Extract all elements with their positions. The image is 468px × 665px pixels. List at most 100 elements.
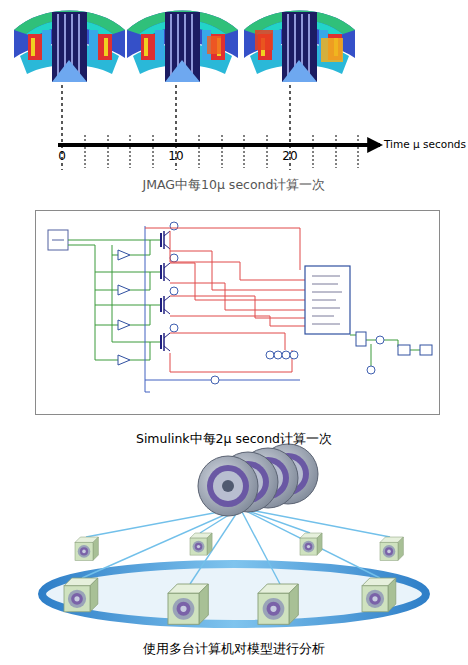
signal-wire — [130, 240, 150, 255]
network-link — [240, 508, 280, 584]
computer-cube — [380, 537, 403, 560]
signal-wire — [130, 342, 150, 360]
axis-tick — [244, 135, 245, 168]
network-link — [190, 508, 240, 584]
schematic-frame — [36, 211, 440, 415]
motor-block — [305, 266, 350, 334]
block-mark — [312, 300, 336, 301]
network-link — [240, 508, 380, 578]
figure-caption: JMAG中每10μ second计算一次 — [0, 177, 468, 192]
power-wires — [145, 228, 305, 372]
igbt-symbol — [150, 254, 178, 281]
block-mark — [312, 276, 340, 277]
axis-tick — [85, 135, 86, 168]
computer-cube — [190, 533, 212, 555]
signal-wire — [112, 245, 150, 342]
axis-tick — [336, 135, 337, 168]
axis-tick — [267, 135, 268, 168]
signal-wire — [68, 240, 150, 241]
signal-wire — [68, 245, 118, 360]
meter-symbol — [274, 351, 282, 359]
power-wire — [145, 228, 300, 270]
gate-signal-wires — [68, 240, 150, 360]
ground-mark — [145, 392, 150, 393]
axis-tick — [108, 135, 109, 168]
meter-symbol — [211, 376, 219, 384]
axis-tick — [358, 135, 359, 168]
computer-cube — [75, 537, 98, 560]
gain-block — [398, 345, 410, 355]
motor-render — [14, 11, 125, 83]
signal-wire — [95, 305, 150, 306]
not-gate — [118, 250, 130, 260]
computer-cube — [300, 533, 322, 555]
block-mark — [312, 292, 342, 293]
field-hotspot — [255, 30, 273, 50]
power-wire — [170, 231, 305, 280]
motor-block-marks — [312, 276, 342, 324]
signal-wire — [350, 335, 356, 336]
output-block — [420, 345, 432, 355]
block-mark — [312, 284, 338, 285]
motor-render — [127, 11, 238, 83]
block-mark — [312, 324, 340, 325]
signal-wire — [112, 255, 118, 256]
not-gate — [118, 285, 130, 295]
current-meters — [266, 351, 298, 359]
demux-block — [356, 332, 366, 346]
power-wire — [170, 316, 305, 326]
not-gate — [118, 355, 130, 365]
source-mark — [52, 240, 64, 241]
signal-wire — [371, 344, 372, 366]
igbt-symbol — [150, 324, 178, 351]
power-wire — [170, 296, 305, 318]
meter-symbol — [290, 351, 298, 359]
axis-tick — [153, 135, 154, 168]
signal-wire — [95, 290, 118, 291]
axis-tick — [130, 135, 131, 168]
signal-wire — [130, 305, 150, 325]
computer-cube — [168, 584, 208, 624]
meter-symbol — [282, 351, 290, 359]
block-mark — [312, 316, 334, 317]
power-wire — [170, 263, 305, 300]
signal-wire — [95, 272, 150, 273]
axis-tick — [222, 135, 223, 168]
ground-rail — [145, 380, 300, 381]
axis-tick-label: 20 — [278, 149, 302, 163]
field-hotspot — [207, 36, 221, 54]
signal-wire — [410, 350, 420, 351]
scope-symbol — [376, 336, 384, 344]
power-wire — [170, 333, 285, 350]
power-wire — [170, 251, 305, 290]
network-link — [240, 508, 390, 537]
motor-render — [244, 11, 355, 83]
scope-symbol — [367, 366, 375, 374]
block-mark — [312, 308, 340, 309]
source-block — [48, 230, 68, 250]
field-hotspot — [321, 38, 343, 62]
computer-cube — [64, 578, 98, 612]
figure-caption: 使用多台计算机对模型进行分析 — [0, 641, 468, 656]
figure-caption: Simulink中每2μ second计算一次 — [0, 431, 468, 446]
signal-wire — [366, 340, 376, 341]
igbt-symbol — [150, 287, 178, 314]
dc-rail — [145, 226, 146, 392]
power-wire — [170, 350, 292, 372]
time-axis — [58, 143, 380, 147]
computer-cube — [258, 584, 298, 624]
motor-disc — [198, 456, 258, 516]
axis-ticks — [85, 135, 358, 168]
igbt-symbol — [150, 222, 178, 249]
not-gate — [118, 320, 130, 330]
computer-cube — [362, 578, 396, 612]
axis-tick — [199, 135, 200, 168]
network-ring — [42, 564, 426, 624]
axis-tick-label: 10 — [164, 149, 188, 163]
network-links — [82, 508, 390, 584]
signal-wire — [130, 272, 150, 290]
axis-title: Time μ seconds — [384, 138, 468, 151]
signal-wire — [95, 325, 118, 326]
